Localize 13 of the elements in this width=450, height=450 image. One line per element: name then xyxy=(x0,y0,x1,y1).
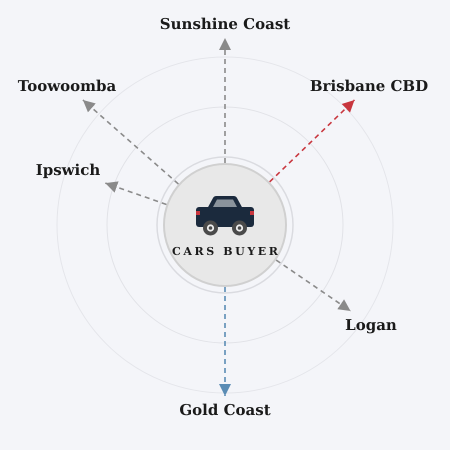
place-label: Sunshine Coast xyxy=(160,15,290,33)
place-label: Logan xyxy=(345,316,397,334)
place-label: Gold Coast xyxy=(179,401,271,419)
hub-label: CARS BUYER xyxy=(171,244,281,258)
place-label: Ipswich xyxy=(36,161,100,179)
dashed-arrow xyxy=(219,287,231,396)
dashed-arrow xyxy=(219,38,231,163)
dashed-arrow xyxy=(276,259,352,312)
hub-circle xyxy=(163,163,287,287)
place-label: Toowoomba xyxy=(18,77,116,95)
place-label: Brisbane CBD xyxy=(310,77,428,95)
dashed-arrow xyxy=(82,99,179,185)
dashed-arrow xyxy=(105,181,167,206)
